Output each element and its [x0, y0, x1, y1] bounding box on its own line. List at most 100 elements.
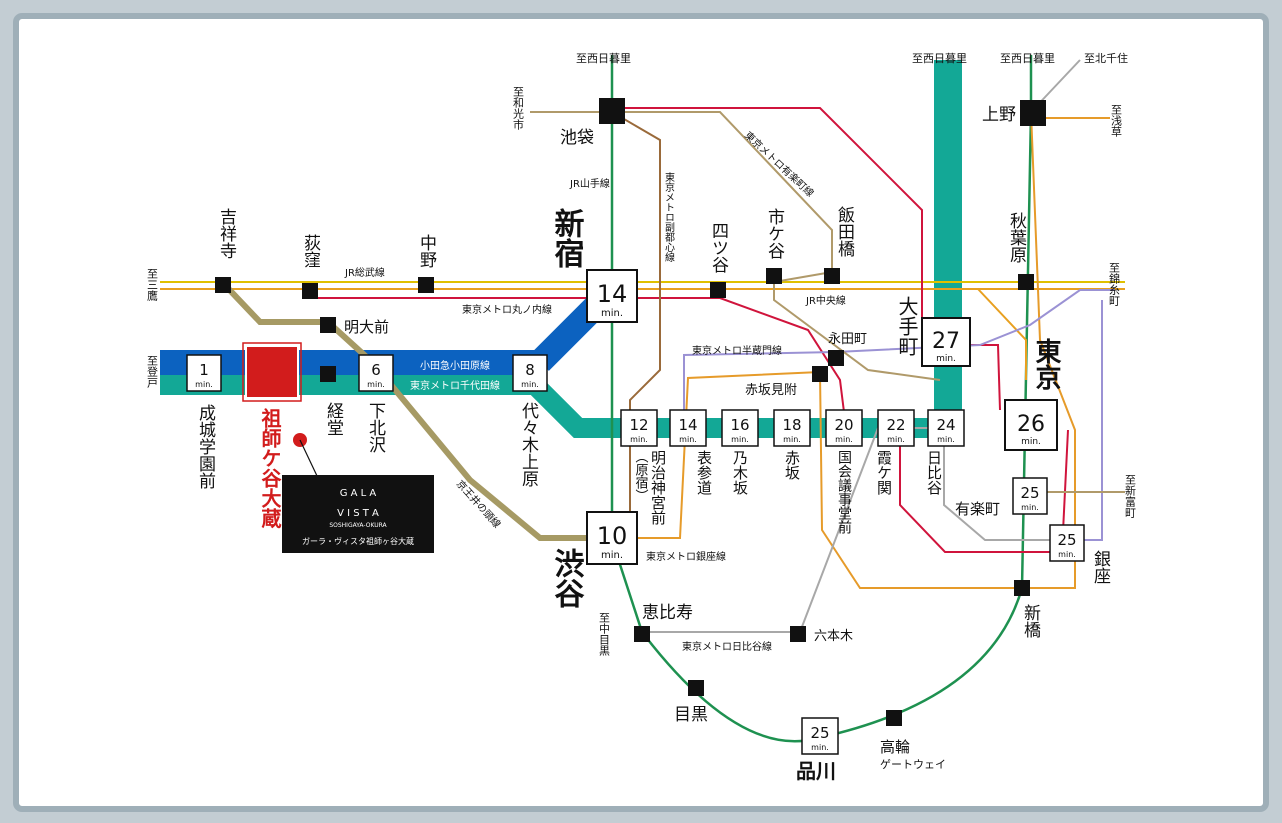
time-seijo: 1 [199, 361, 209, 379]
unit-hibiya: min. [937, 435, 955, 444]
dir-asakusa: 至浅草 [1110, 104, 1123, 137]
unit-meiji: min. [630, 435, 648, 444]
station-roppongi: 六本木 [814, 629, 853, 644]
station-ikebukuro: 池袋 [560, 128, 594, 148]
station-iidabashi: 飯田橋 [834, 206, 855, 258]
time-akasaka: 18 [782, 416, 801, 434]
time-shinjuku: 14 [597, 280, 628, 308]
property-station-marker [245, 345, 299, 399]
station-iidabashi-marker [824, 268, 840, 284]
station-ueno: 上野 [982, 105, 1016, 125]
logo-soshigaya-okura: SOSHIGAYA-OKURA [329, 522, 387, 529]
dir-mitaka: 至三鷹 [146, 268, 159, 302]
dir-shintomicho: 至新富町 [1124, 474, 1137, 518]
station-kichijoji: 吉祥寺 [216, 208, 237, 259]
property-pointer-line [299, 439, 319, 479]
label-hanzomon: 東京メトロ半蔵門線 [692, 344, 782, 357]
dir-nishinippori-1: 至西日暮里 [576, 51, 631, 65]
dir-noborito: 至登戸 [146, 355, 159, 389]
unit-otemachi: min. [936, 354, 956, 364]
station-hibiya: 日比谷 [925, 450, 943, 495]
dir-nishinippori-2: 至西日暮里 [912, 51, 967, 65]
yurakucho-line [530, 111, 833, 282]
station-harajuku: （原宿） [633, 450, 649, 502]
nanboku-line [773, 271, 941, 381]
station-ichigaya-marker [766, 268, 782, 284]
unit-tokyo: min. [1021, 437, 1041, 447]
unit-shibuya: min. [601, 550, 623, 561]
property-station-outline [242, 342, 302, 402]
station-ichigaya: 市ケ谷 [764, 208, 785, 259]
property-logo: G A L A V I S T A SOSHIGAYA-OKURA ガーラ・ヴィ… [282, 475, 434, 553]
time-hibiya: 24 [936, 416, 955, 434]
station-meguro-marker [688, 680, 704, 696]
station-nakano: 中野 [416, 234, 437, 268]
logo-vista: V I S T A [337, 508, 379, 519]
station-akihabara-marker [1018, 274, 1034, 290]
station-otemachi: 大手町 [895, 296, 919, 356]
logo-gala: G A L A [340, 488, 377, 499]
label-yamanote: JR山手線 [569, 177, 610, 190]
station-yoyogiuehara: 代々木上原 [518, 402, 539, 487]
unit-kokkai: min. [835, 435, 853, 444]
label-sobu: JR総武線 [344, 266, 385, 279]
dir-wakoshi: 至和光市 [512, 86, 525, 131]
time-shibuya: 10 [597, 522, 628, 550]
station-seijogakuenmae: 成城学園前 [195, 404, 216, 490]
marunouchi-ginza-link [899, 428, 1069, 553]
ginza-line [612, 111, 1076, 589]
station-yurakucho: 有楽町 [955, 500, 1000, 518]
unit-akasaka: min. [783, 435, 801, 444]
station-takanawa-marker [886, 710, 902, 726]
time-omotesando: 14 [678, 416, 697, 434]
time-shinagawa: 25 [810, 724, 829, 742]
station-roppongi-marker [790, 626, 806, 642]
station-kyodo-marker [320, 366, 336, 382]
station-meguro: 目黒 [674, 705, 708, 725]
chiyoda-otemachi-vertical [934, 60, 962, 428]
time-kasumigaseki: 22 [886, 416, 905, 434]
station-meidaimae-marker [320, 317, 336, 333]
station-kyodo: 経堂 [323, 402, 344, 436]
station-soshigaya-okura: 祖師ケ谷大蔵 [258, 407, 282, 529]
station-akasakamitsuke-marker [812, 366, 828, 382]
unit-ginza: min. [1058, 550, 1076, 559]
station-shibuya: 渋谷 [549, 548, 585, 608]
station-meidaimae: 明大前 [344, 318, 389, 336]
dir-nishinippori-3: 至西日暮里 [1000, 51, 1055, 65]
station-ebisu: 恵比寿 [642, 603, 693, 623]
time-yurakucho: 25 [1020, 484, 1039, 502]
unit-yoyogiuehara: min. [521, 380, 539, 389]
time-yoyogiuehara: 8 [525, 361, 535, 379]
station-yotsuya-marker [710, 282, 726, 298]
unit-kasumigaseki: min. [887, 435, 905, 444]
unit-omotesando: min. [679, 435, 697, 444]
station-labels: 池袋 上野 新宿 渋谷 東京 大手町 吉祥寺 荻窪 中野 明大前 四ツ谷 市ケ谷… [195, 105, 1111, 783]
station-nakano-marker [418, 277, 434, 293]
station-shimokitazawa: 下北沢 [365, 402, 386, 453]
label-odakyu: 小田急小田原線 [420, 359, 490, 372]
station-ogikubo: 荻窪 [300, 234, 321, 268]
station-meijijingumae: 明治神宮前 [649, 450, 667, 526]
station-shinjuku: 新宿 [549, 208, 585, 268]
station-akasaka: 赤坂 [783, 450, 801, 480]
unit-shinjuku: min. [601, 308, 623, 319]
time-nogizaka: 16 [730, 416, 749, 434]
station-ogikubo-marker [302, 283, 318, 299]
unit-shimokita: min. [367, 380, 385, 389]
direction-labels: 至西日暮里 至西日暮里 至西日暮里 至北千住 至浅草 至和光市 至三鷹 至登戸 … [146, 51, 1137, 656]
dir-nakameguro: 至中目黒 [598, 612, 611, 656]
label-hibiya: 東京メトロ日比谷線 [682, 640, 772, 653]
time-ginza: 25 [1057, 531, 1076, 549]
